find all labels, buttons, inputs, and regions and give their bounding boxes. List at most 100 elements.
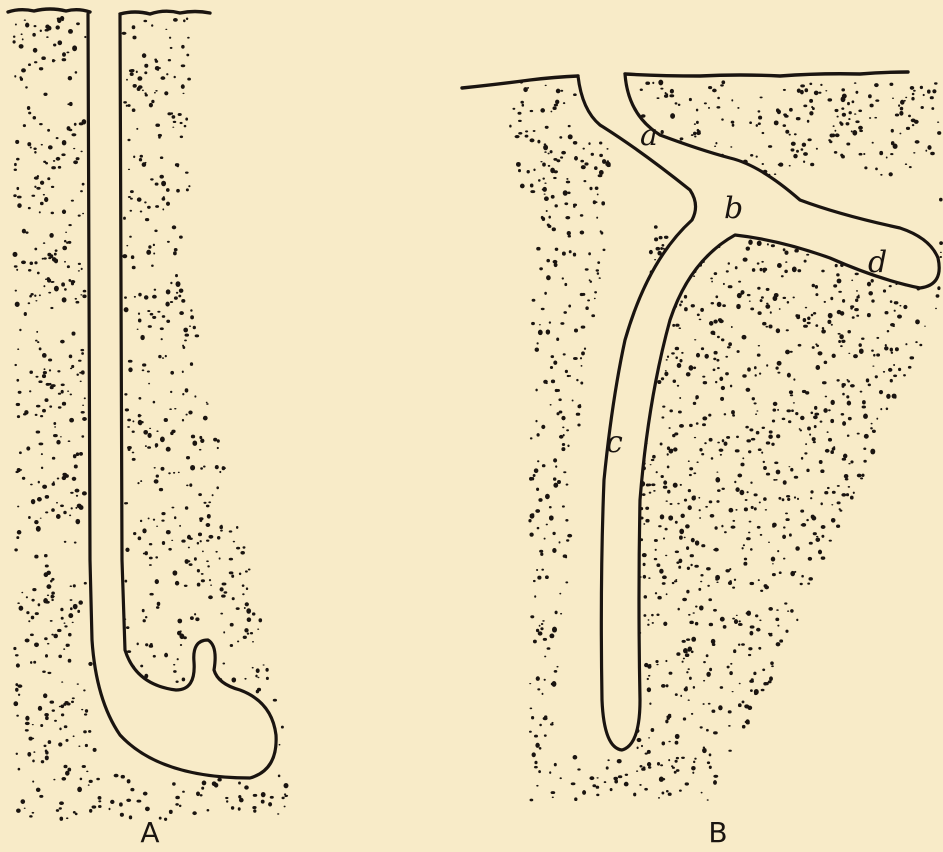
soil-stipple-dot bbox=[651, 483, 655, 486]
soil-stipple-dot bbox=[35, 414, 38, 416]
soil-stipple-dot bbox=[29, 295, 32, 298]
soil-stipple-dot bbox=[188, 547, 190, 549]
soil-stipple-dot bbox=[725, 372, 729, 375]
soil-stipple-dot bbox=[50, 700, 55, 703]
soil-stipple-dot bbox=[553, 177, 557, 179]
soil-stipple-dot bbox=[717, 97, 720, 100]
soil-stipple-dot bbox=[56, 440, 60, 445]
soil-stipple-dot bbox=[16, 663, 20, 667]
soil-stipple-dot bbox=[54, 426, 56, 427]
soil-stipple-dot bbox=[713, 358, 716, 361]
soil-stipple-dot bbox=[206, 403, 209, 405]
soil-stipple-dot bbox=[208, 501, 211, 503]
soil-stipple-dot bbox=[44, 745, 47, 747]
soil-stipple-dot bbox=[202, 780, 207, 785]
soil-stipple-dot bbox=[65, 232, 67, 233]
soil-stipple-dot bbox=[682, 661, 684, 663]
soil-stipple-dot bbox=[57, 477, 60, 479]
soil-stipple-dot bbox=[80, 190, 83, 192]
soil-stipple-dot bbox=[742, 700, 745, 703]
soil-stipple-dot bbox=[679, 327, 682, 329]
soil-stipple-dot bbox=[52, 709, 55, 711]
soil-stipple-dot bbox=[724, 531, 727, 533]
soil-stipple-dot bbox=[68, 76, 72, 80]
soil-stipple-dot bbox=[142, 528, 146, 533]
soil-stipple-dot bbox=[715, 575, 720, 580]
soil-stipple-dot bbox=[568, 125, 571, 127]
soil-stipple-dot bbox=[662, 741, 666, 745]
soil-stipple-dot bbox=[691, 651, 694, 654]
soil-stipple-dot bbox=[594, 166, 598, 170]
soil-stipple-dot bbox=[542, 464, 546, 467]
soil-stipple-dot bbox=[182, 677, 186, 681]
soil-stipple-dot bbox=[221, 525, 223, 526]
soil-stipple-dot bbox=[580, 160, 584, 163]
soil-stipple-dot bbox=[81, 435, 84, 437]
soil-stipple-dot bbox=[667, 446, 670, 450]
soil-stipple-dot bbox=[694, 135, 696, 137]
soil-stipple-dot bbox=[17, 348, 19, 350]
soil-stipple-dot bbox=[169, 37, 171, 39]
soil-stipple-dot bbox=[678, 410, 682, 413]
soil-stipple-dot bbox=[563, 102, 565, 104]
soil-stipple-dot bbox=[779, 571, 782, 574]
soil-stipple-dot bbox=[912, 124, 914, 126]
soil-stipple-dot bbox=[171, 507, 174, 509]
soil-stipple-dot bbox=[581, 165, 586, 169]
soil-stipple-dot bbox=[711, 457, 714, 460]
soil-stipple-dot bbox=[151, 265, 154, 267]
soil-stipple-dot bbox=[51, 166, 56, 169]
soil-stipple-dot bbox=[707, 585, 710, 587]
soil-stipple-dot bbox=[26, 611, 29, 614]
soil-stipple-dot bbox=[261, 792, 266, 797]
soil-stipple-dot bbox=[175, 796, 180, 800]
soil-stipple-dot bbox=[913, 152, 915, 153]
soil-stipple-dot bbox=[852, 316, 855, 319]
soil-stipple-dot bbox=[156, 430, 158, 432]
soil-stipple-dot bbox=[824, 301, 826, 303]
soil-stipple-dot bbox=[808, 557, 812, 561]
soil-stipple-dot bbox=[161, 181, 166, 187]
soil-stipple-dot bbox=[153, 655, 156, 658]
soil-stipple-dot bbox=[574, 328, 578, 332]
soil-stipple-dot bbox=[695, 540, 699, 545]
soil-stipple-dot bbox=[749, 582, 754, 585]
soil-stipple-dot bbox=[580, 381, 583, 384]
soil-stipple-dot bbox=[793, 378, 795, 380]
soil-stipple-dot bbox=[40, 415, 43, 417]
soil-stipple-dot bbox=[164, 418, 168, 422]
soil-stipple-dot bbox=[212, 494, 214, 496]
soil-stipple-dot bbox=[69, 515, 71, 517]
soil-stipple-dot bbox=[654, 558, 657, 560]
soil-stipple-dot bbox=[59, 807, 62, 809]
soil-stipple-dot bbox=[663, 486, 668, 489]
soil-stipple-dot bbox=[676, 757, 679, 759]
soil-stipple-dot bbox=[868, 384, 871, 387]
soil-stipple-dot bbox=[223, 631, 225, 633]
soil-stipple-dot bbox=[69, 102, 73, 106]
soil-stipple-dot bbox=[79, 122, 84, 125]
soil-stipple-dot bbox=[544, 183, 546, 184]
soil-stipple-dot bbox=[668, 759, 670, 761]
soil-stipple-dot bbox=[32, 724, 34, 725]
soil-stipple-dot bbox=[841, 493, 846, 497]
soil-stipple-dot bbox=[787, 373, 791, 378]
soil-stipple-dot bbox=[850, 384, 855, 387]
soil-stipple-dot bbox=[243, 636, 247, 639]
soil-stipple-dot bbox=[777, 550, 779, 552]
soil-stipple-dot bbox=[890, 379, 893, 383]
soil-stipple-dot bbox=[636, 770, 638, 772]
soil-stipple-dot bbox=[794, 133, 797, 135]
soil-stipple-dot bbox=[903, 305, 907, 309]
soil-stipple-dot bbox=[203, 417, 205, 419]
soil-stipple-dot bbox=[868, 94, 872, 98]
soil-stipple-dot bbox=[32, 781, 34, 783]
soil-stipple-dot bbox=[749, 301, 751, 302]
soil-stipple-dot bbox=[238, 795, 241, 799]
soil-stipple-dot bbox=[669, 409, 673, 412]
soil-stipple-dot bbox=[895, 114, 899, 117]
soil-stipple-dot bbox=[281, 797, 284, 800]
soil-stipple-dot bbox=[709, 500, 713, 503]
soil-stipple-dot bbox=[889, 172, 893, 176]
soil-stipple-dot bbox=[879, 151, 883, 155]
